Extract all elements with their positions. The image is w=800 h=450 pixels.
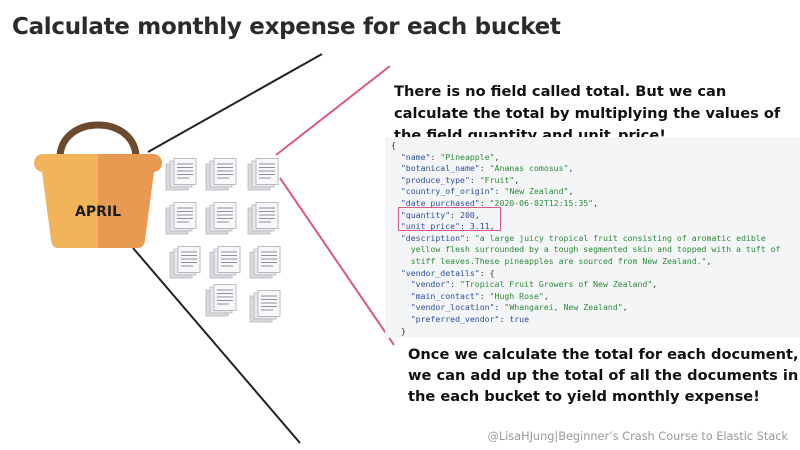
credit-footer: @LisaHJung|Beginner’s Crash Course to El… — [487, 430, 788, 443]
document-stack-icon — [209, 246, 241, 279]
code-line: "name": "Pineapple", — [400, 151, 500, 162]
code-line: yellow flesh surrounded by a tough segme… — [410, 244, 781, 255]
document-stack-icon — [247, 202, 279, 235]
document-stack-icon — [205, 158, 237, 191]
code-line: "produce_type": "Fruit", — [400, 174, 520, 185]
code-line-quantity: "quantity": 200, — [400, 209, 480, 220]
document-stack-icon — [165, 158, 197, 191]
bucket-icon — [34, 121, 162, 248]
slide-title: Calculate monthly expense for each bucke… — [12, 14, 561, 40]
code-line: "vendor_location": "Whangarei, New Zeala… — [410, 302, 628, 313]
note-sum-documents: Once we calculate the total for each doc… — [408, 346, 799, 405]
code-line: } — [400, 325, 406, 336]
document-stack-icon — [249, 246, 281, 279]
document-stack-icon — [165, 202, 197, 235]
code-line: stiff leaves.These pineapples are source… — [410, 255, 712, 266]
document-stack-icon — [247, 158, 279, 191]
document-stack-icon — [205, 202, 237, 235]
code-line: "date_purchased": "2020-06-02T12:15:35", — [400, 197, 599, 208]
code-line: "country_of_origin": "New Zealand", — [400, 186, 574, 197]
code-line: } — [391, 337, 800, 338]
code-line: "vendor": "Tropical Fruit Growers of New… — [410, 279, 658, 290]
bucket-label: APRIL — [74, 204, 121, 220]
code-line: "main_contact": "Hugh Rose", — [410, 290, 549, 301]
document-stack-icon — [249, 290, 281, 323]
quantity-unit-price-highlight — [398, 207, 501, 231]
code-line: "preferred_vendor": true — [410, 313, 530, 324]
code-line: "vendor_details": { — [400, 267, 495, 278]
document-stack-icon — [169, 246, 201, 279]
code-line-unit-price: "unit_price": 3.11, — [400, 221, 495, 232]
code-line: "description": "a large juicy tropical f… — [400, 232, 766, 243]
code-line: { — [391, 140, 396, 150]
code-line: "botanical_name": "Ananas comosus", — [400, 163, 574, 174]
document-stack-icon — [205, 284, 237, 317]
document-json-sample: { "name": "Pineapple", "botanical_name":… — [385, 137, 800, 338]
